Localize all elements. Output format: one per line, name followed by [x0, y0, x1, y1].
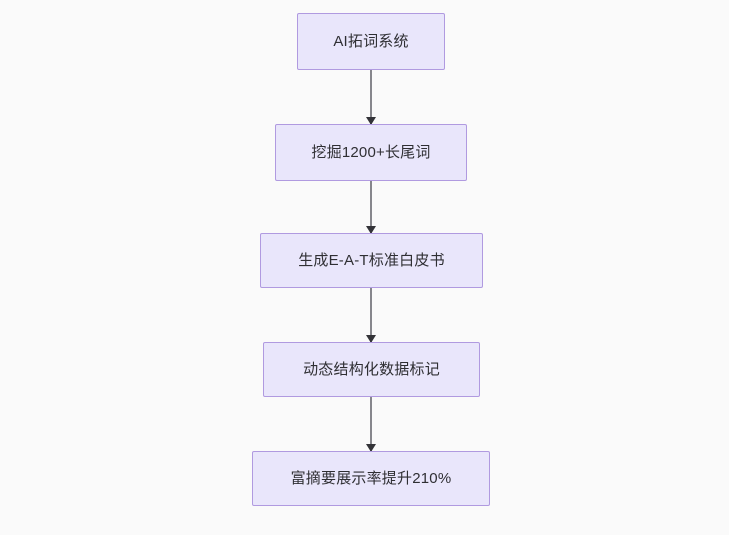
flowchart-node-n5[interactable]: 富摘要展示率提升210%	[252, 451, 490, 506]
flowchart-node-n4[interactable]: 动态结构化数据标记	[263, 342, 480, 397]
node-label: 挖掘1200+长尾词	[311, 144, 431, 161]
flowchart-node-n1[interactable]: AI拓词系统	[297, 13, 445, 70]
edge-n1-n2	[365, 70, 377, 125]
node-label: 动态结构化数据标记	[303, 361, 440, 378]
arrow-down-icon	[366, 117, 376, 125]
edge-line	[370, 70, 372, 124]
arrow-down-icon	[366, 335, 376, 343]
edge-n3-n4	[365, 288, 377, 343]
edge-n2-n3	[365, 181, 377, 234]
arrow-down-icon	[366, 226, 376, 234]
arrow-down-icon	[366, 444, 376, 452]
flowchart-node-n2[interactable]: 挖掘1200+长尾词	[275, 124, 467, 181]
edge-line	[370, 288, 372, 342]
edge-n4-n5	[365, 397, 377, 452]
node-label: 生成E-A-T标准白皮书	[298, 252, 445, 269]
node-label: AI拓词系统	[333, 33, 409, 50]
node-label: 富摘要展示率提升210%	[290, 470, 452, 487]
edge-line	[370, 397, 372, 451]
flowchart-node-n3[interactable]: 生成E-A-T标准白皮书	[260, 233, 483, 288]
edge-line	[370, 181, 372, 233]
